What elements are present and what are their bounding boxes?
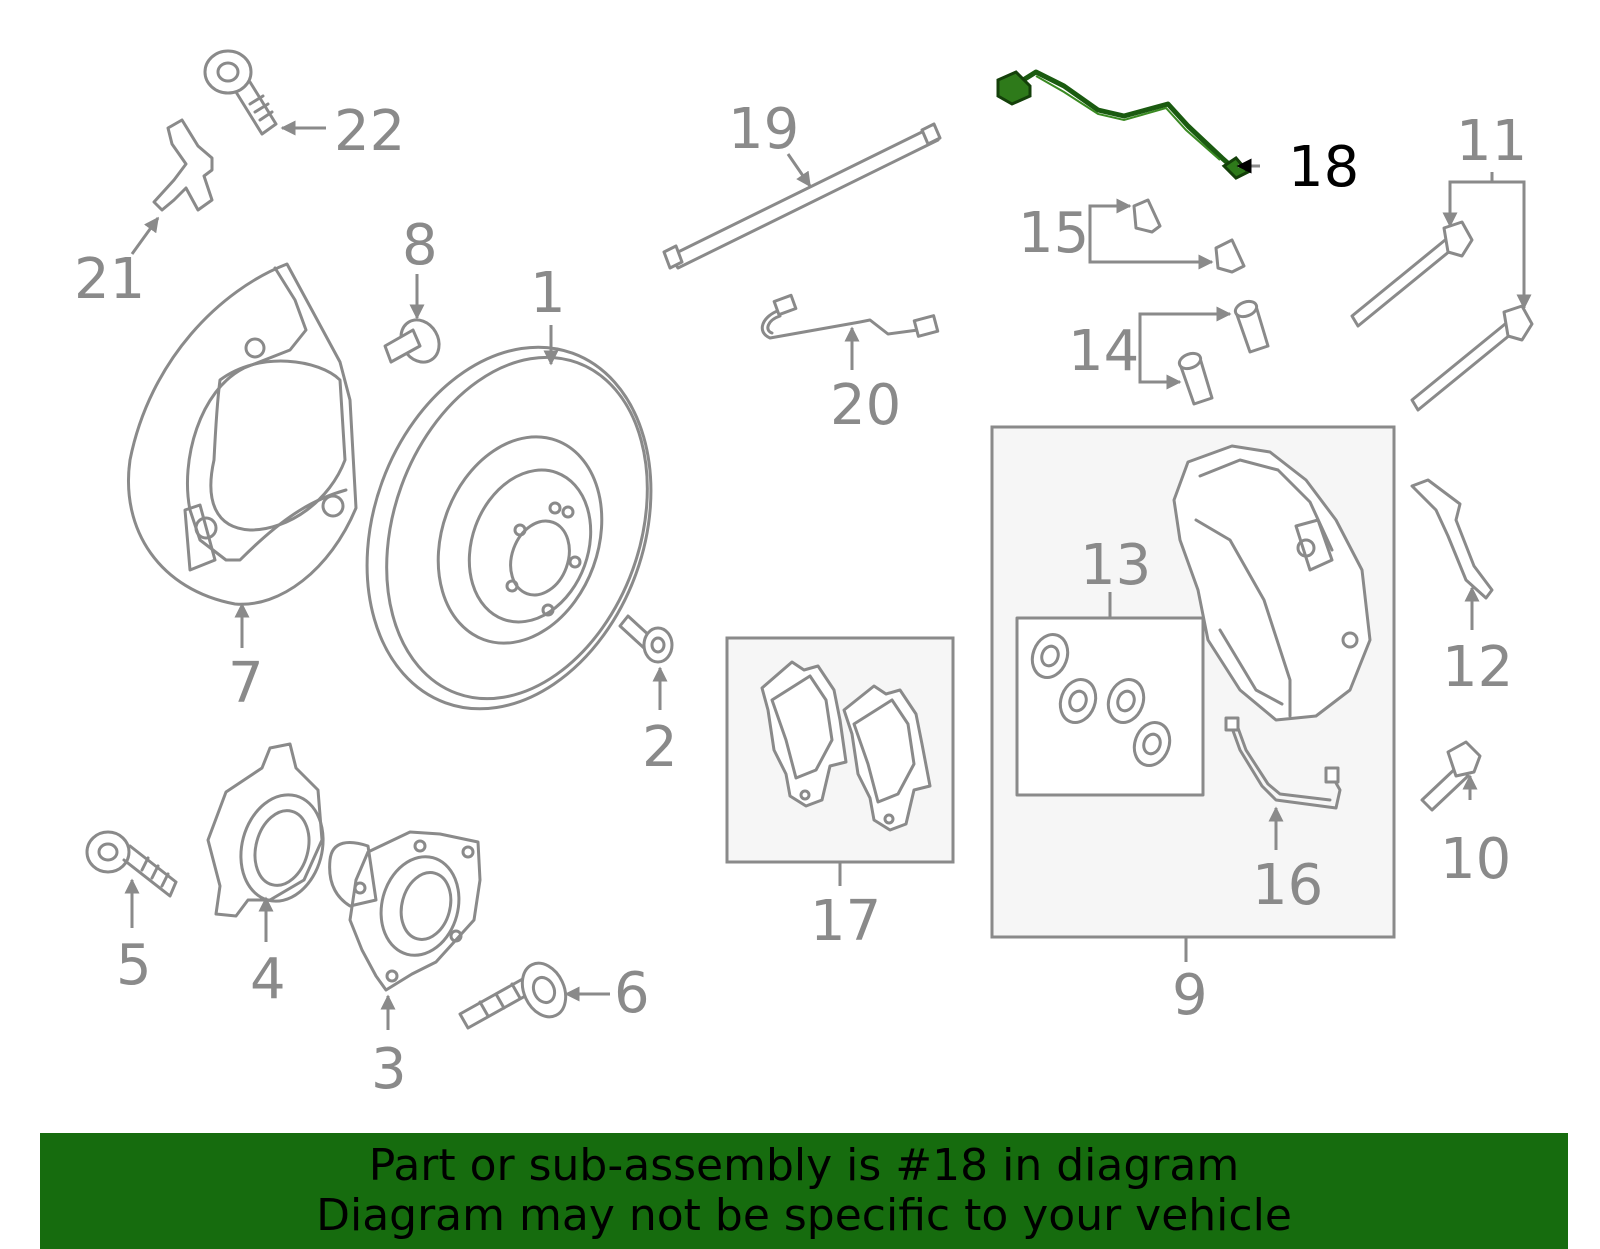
dust-shield-7 bbox=[127, 262, 358, 606]
caliper-bolt-11 bbox=[1350, 220, 1534, 412]
callout-3[interactable]: 3 bbox=[371, 1037, 407, 1102]
brake-parts-diagram: 1 2 3 4 5 6 7 8 9 10 11 12 13 14 15 16 1… bbox=[74, 49, 1534, 1102]
guide-pin-14 bbox=[1177, 299, 1270, 406]
bolt-8 bbox=[383, 318, 441, 364]
bolt-5 bbox=[85, 830, 178, 898]
wear-sensor-16 bbox=[1224, 716, 1342, 810]
callout-20[interactable]: 20 bbox=[830, 373, 901, 438]
seal-kit-13 bbox=[1030, 633, 1172, 767]
callout-16[interactable]: 16 bbox=[1252, 853, 1323, 918]
bolt-6 bbox=[458, 961, 568, 1030]
leader-lines bbox=[124, 120, 1532, 1030]
speed-sensor-21 bbox=[152, 118, 214, 212]
callout-11[interactable]: 11 bbox=[1456, 109, 1527, 174]
callout-12[interactable]: 12 bbox=[1442, 635, 1513, 700]
clip-15 bbox=[1132, 198, 1246, 274]
brake-rotor-1 bbox=[365, 345, 653, 711]
callout-19[interactable]: 19 bbox=[728, 97, 799, 162]
callout-8[interactable]: 8 bbox=[402, 213, 438, 278]
callout-10[interactable]: 10 bbox=[1440, 827, 1511, 892]
callout-13[interactable]: 13 bbox=[1080, 533, 1151, 598]
hub-flange-3 bbox=[328, 830, 482, 992]
caliper-9 bbox=[1172, 444, 1372, 722]
callout-9[interactable]: 9 bbox=[1172, 963, 1208, 1028]
wheel-bearing-4 bbox=[206, 742, 325, 918]
wear-sensor-20 bbox=[760, 293, 940, 340]
callout-17[interactable]: 17 bbox=[810, 889, 881, 954]
callout-6[interactable]: 6 bbox=[614, 961, 650, 1026]
callout-5[interactable]: 5 bbox=[116, 933, 152, 998]
callout-15[interactable]: 15 bbox=[1018, 201, 1089, 266]
screw-2 bbox=[618, 614, 674, 664]
banner-line-1: Part or sub-assembly is #18 in diagram bbox=[368, 1140, 1240, 1191]
callout-4[interactable]: 4 bbox=[250, 947, 286, 1012]
wear-sensor-19 bbox=[662, 122, 942, 270]
wear-sensor-18-highlighted bbox=[996, 69, 1251, 180]
part-info-banner: Part or sub-assembly is #18 in diagram D… bbox=[40, 1133, 1568, 1249]
callout-7[interactable]: 7 bbox=[228, 651, 264, 716]
brake-pads-17 bbox=[760, 660, 932, 832]
bolt-22 bbox=[203, 49, 278, 136]
callout-labels: 1 2 3 4 5 6 7 8 9 10 11 12 13 14 15 16 1… bbox=[74, 97, 1527, 1102]
callout-18[interactable]: 18 bbox=[1288, 135, 1359, 200]
banner-line-2: Diagram may not be specific to your vehi… bbox=[316, 1190, 1292, 1241]
callout-22[interactable]: 22 bbox=[334, 99, 405, 164]
callout-21[interactable]: 21 bbox=[74, 247, 145, 312]
spring-clip-12 bbox=[1410, 478, 1494, 600]
callout-14[interactable]: 14 bbox=[1068, 319, 1139, 384]
callout-1[interactable]: 1 bbox=[530, 261, 566, 326]
callout-2[interactable]: 2 bbox=[642, 715, 678, 780]
